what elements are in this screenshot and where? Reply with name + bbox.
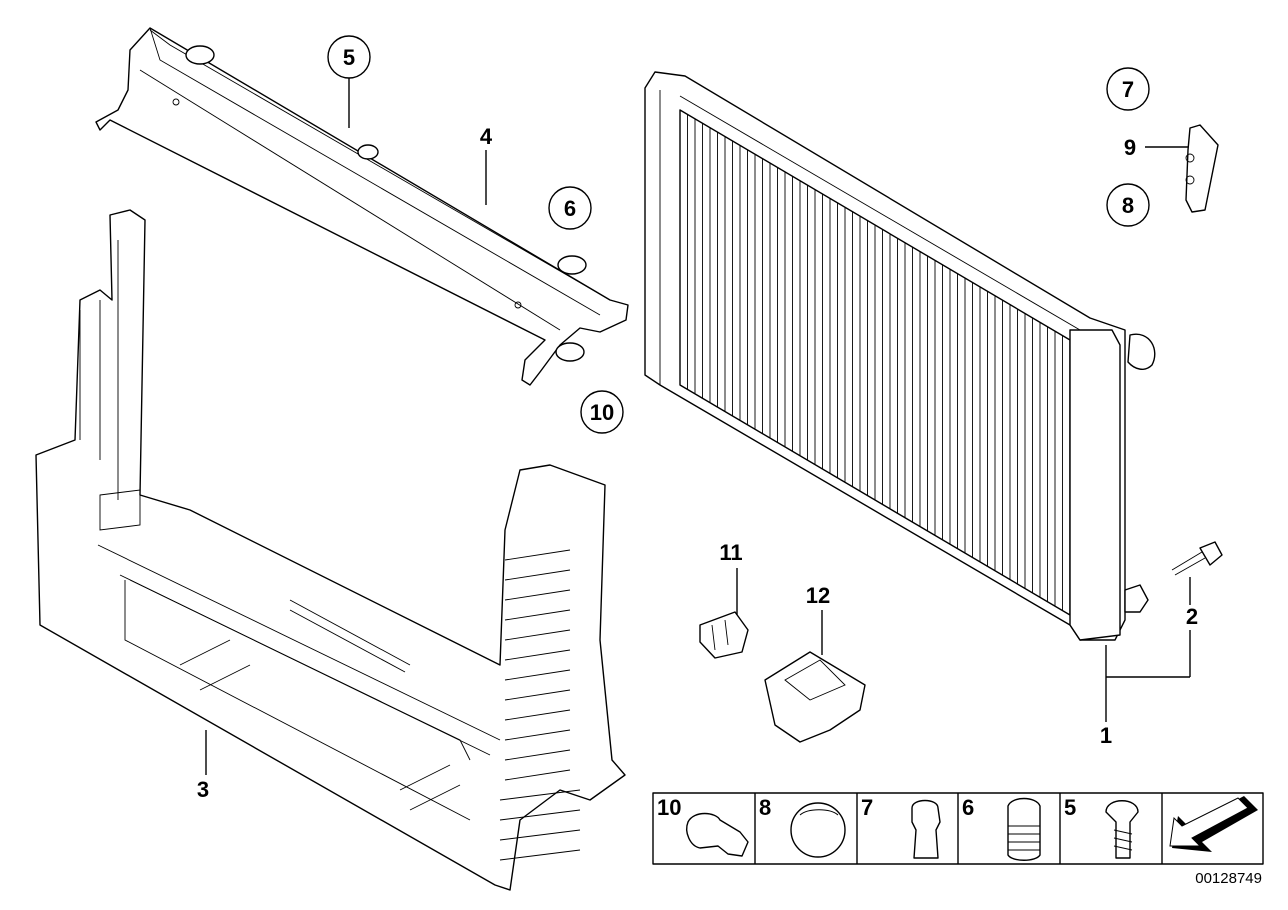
legend-label-6: 6 — [962, 795, 974, 820]
callout-12: 12 — [806, 583, 830, 608]
callout-7-circle: 7 — [1106, 67, 1150, 111]
radiator-shroud-frame — [35, 209, 626, 891]
callout-3: 3 — [197, 777, 209, 802]
document-id: 00128749 — [1195, 870, 1262, 887]
callout-2: 2 — [1186, 604, 1198, 629]
callout-5-circle: 5 — [327, 35, 371, 79]
callout-10-circle: 10 — [580, 390, 624, 434]
screw-icon — [1105, 800, 1139, 859]
leader-lines — [205, 78, 1191, 775]
mounting-bracket — [1185, 124, 1219, 213]
legend-item-7: 7 — [861, 795, 941, 859]
drain-bolt — [1171, 541, 1223, 576]
upper-cross-member — [95, 27, 629, 386]
legend-item-8: 8 — [759, 795, 846, 858]
legend-label-8: 8 — [759, 795, 771, 820]
callout-7: 7 — [1122, 77, 1134, 102]
legend-label-5: 5 — [1064, 795, 1076, 820]
clip-icon — [686, 812, 749, 857]
legend-strip: 10 8 7 6 5 — [652, 792, 1264, 865]
legend-label-10: 10 — [657, 795, 681, 820]
radiator-core — [687, 114, 1063, 611]
callout-8-circle: 8 — [1106, 183, 1150, 227]
callout-9: 9 — [1124, 135, 1136, 160]
callout-6: 6 — [564, 196, 576, 221]
callout-10: 10 — [590, 400, 614, 425]
clip-part — [699, 611, 749, 659]
legend-label-7: 7 — [861, 795, 873, 820]
callout-6-circle: 6 — [548, 186, 592, 230]
cap-icon — [790, 802, 846, 858]
legend-item-10: 10 — [657, 795, 749, 857]
legend-item-6: 6 — [962, 795, 1041, 861]
plug-icon — [911, 799, 941, 859]
callout-5: 5 — [343, 45, 355, 70]
air-guide — [764, 651, 866, 743]
callout-4: 4 — [480, 124, 493, 149]
damper-icon — [1007, 797, 1041, 861]
legend-item-5: 5 — [1064, 795, 1139, 859]
callout-8: 8 — [1122, 193, 1134, 218]
arrow-icon[interactable] — [1169, 796, 1258, 852]
callout-1: 1 — [1100, 723, 1112, 748]
callout-11: 11 — [719, 540, 742, 565]
